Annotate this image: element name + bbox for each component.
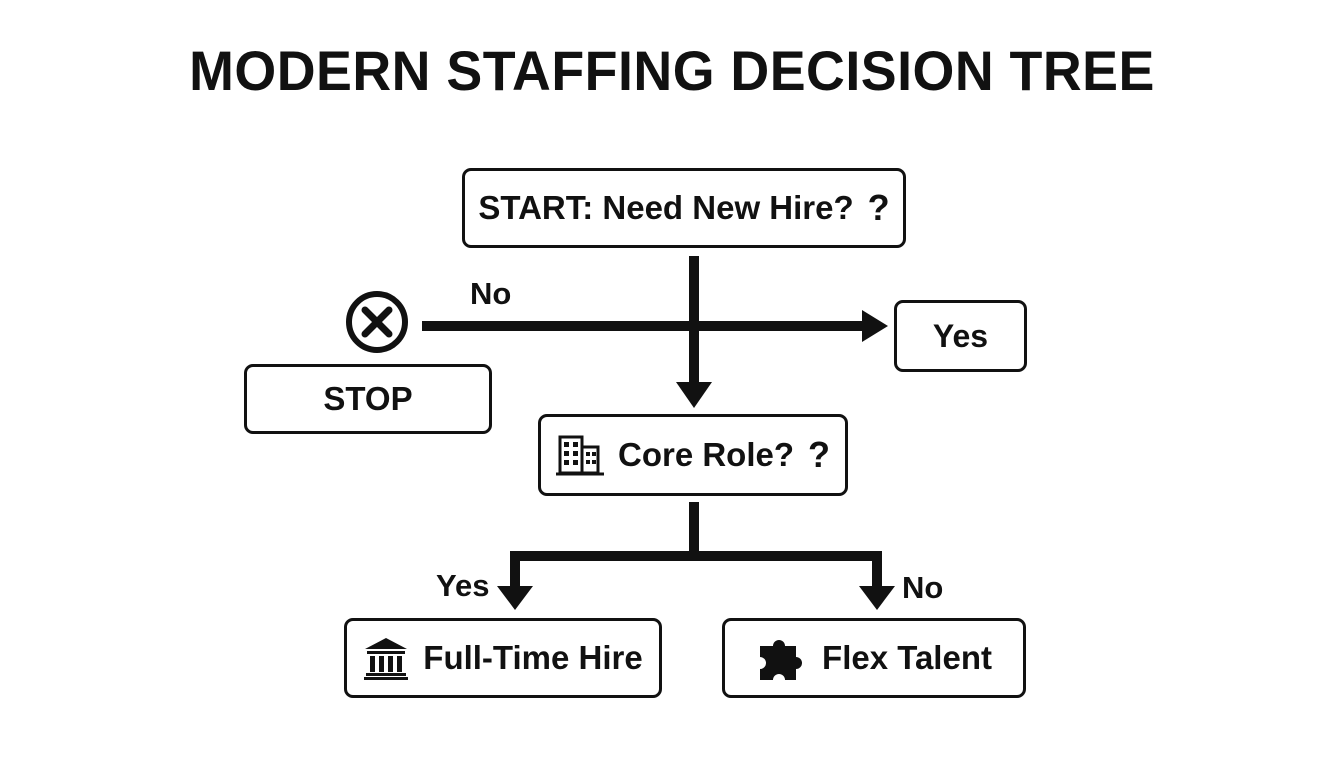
building-icon [555, 433, 604, 477]
full-time-hire-node: Full-Time Hire [344, 618, 662, 698]
flex-talent-node: Flex Talent [722, 618, 1026, 698]
core-role-node: Core Role? ? [538, 414, 848, 496]
edge-label-core-no: No [902, 570, 944, 605]
stop-node: STOP [244, 364, 492, 434]
bank-columns-icon [363, 636, 409, 680]
start-node: START: Need New Hire? ? [462, 168, 906, 248]
yes-node-label: Yes [932, 317, 989, 354]
stop-node-label: STOP [323, 380, 413, 417]
edge-label-start-no: No [470, 276, 512, 311]
flex-talent-node-label: Flex Talent [822, 639, 992, 676]
circle-x-icon [346, 291, 408, 353]
yes-node: Yes [894, 300, 1027, 372]
question-mark-icon: ? [867, 187, 890, 228]
edge-label-core-yes: Yes [436, 568, 490, 603]
puzzle-piece-icon [756, 632, 808, 684]
question-mark-icon: ? [808, 434, 831, 475]
core-role-node-label: Core Role? [617, 436, 795, 473]
start-node-label: START: Need New Hire? [478, 189, 854, 226]
arrowhead-yes [862, 310, 888, 342]
page-title: MODERN STAFFING DECISION TREE [189, 39, 1155, 102]
arrowhead-flex [859, 586, 895, 610]
arrowhead-full-time [497, 586, 533, 610]
arrowhead-core [676, 382, 712, 408]
full-time-hire-node-label: Full-Time Hire [423, 639, 643, 676]
